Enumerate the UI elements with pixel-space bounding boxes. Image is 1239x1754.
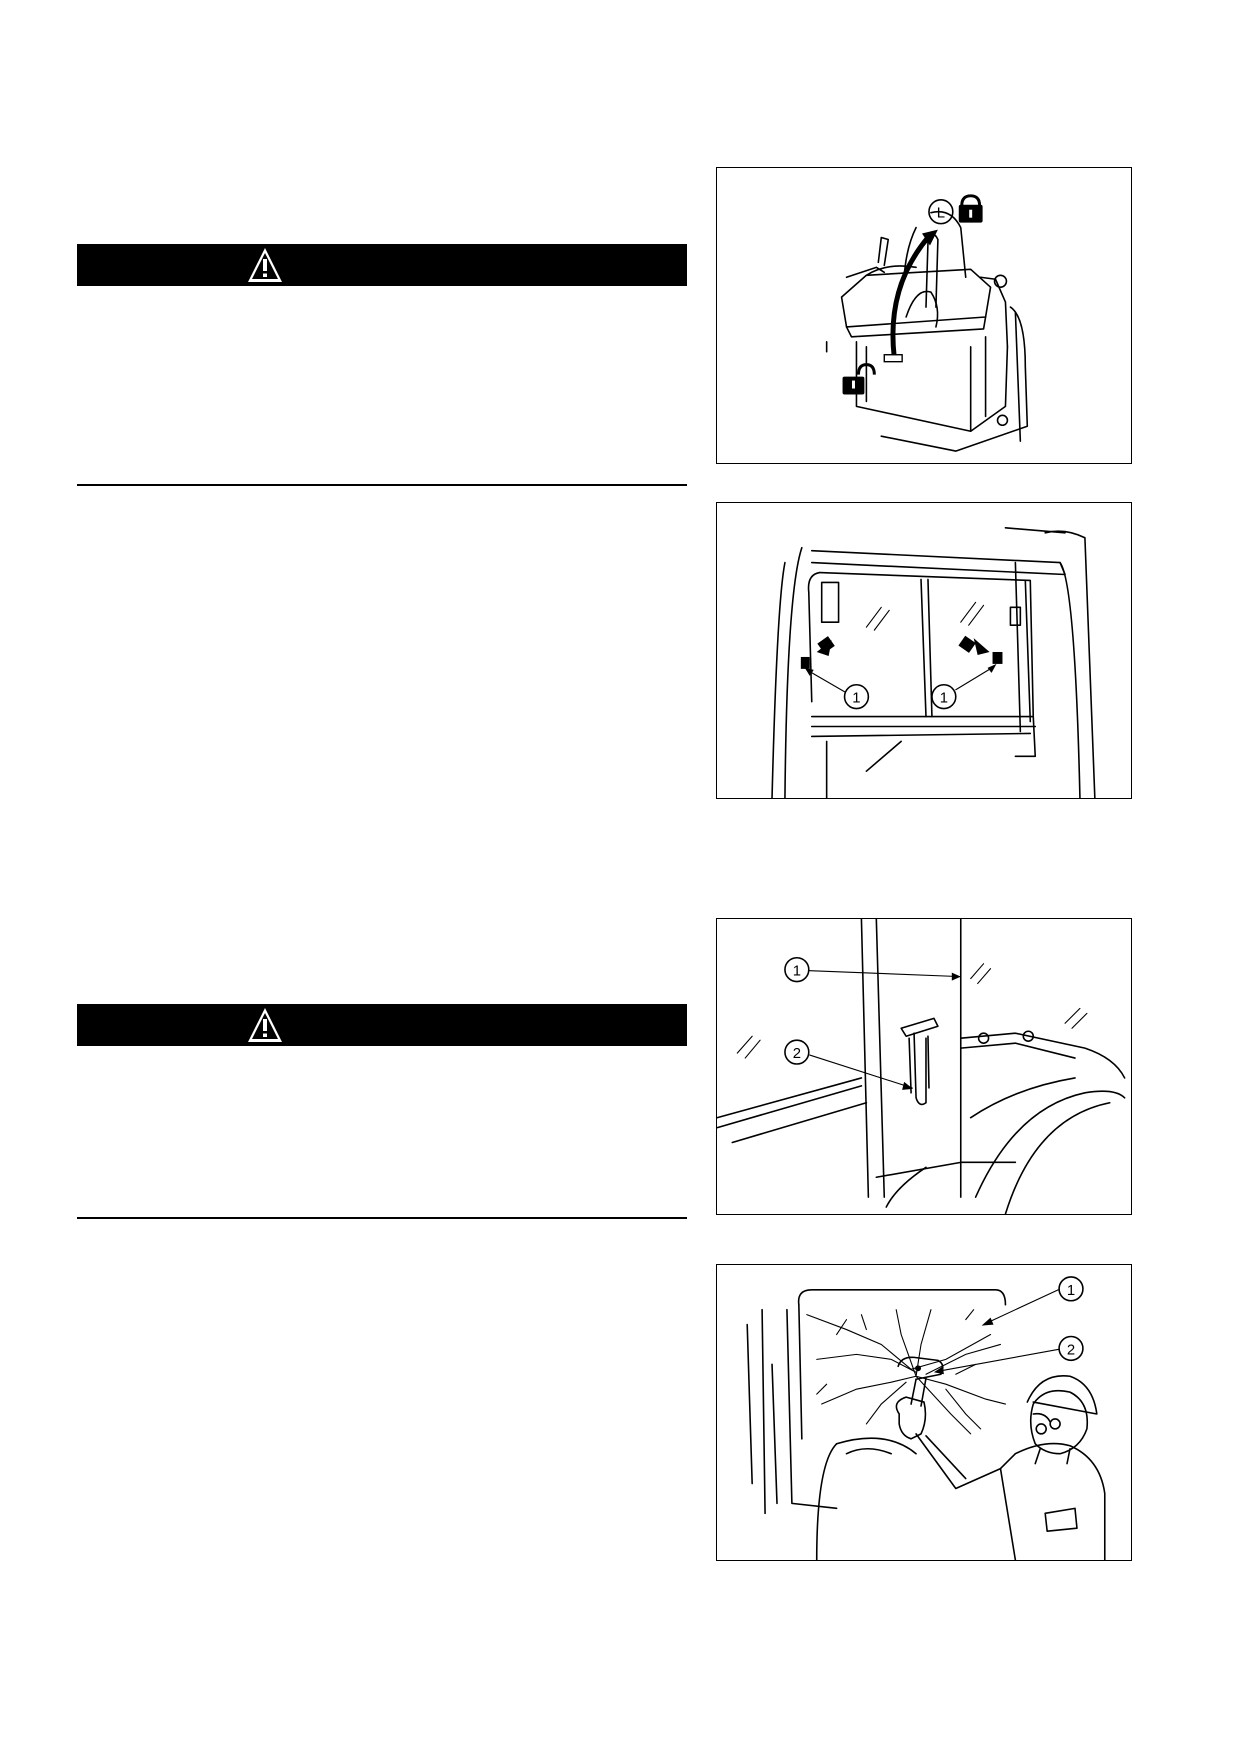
padlock-closed-icon [958,194,983,223]
callout-door-button-right: 1 [940,691,948,707]
callout-hammer: 2 [793,1046,801,1062]
lock-lever-illustration: L [825,194,1029,452]
padlock-open-icon [842,363,876,395]
warning-banner-2 [77,1004,687,1046]
figure-hammer-location: 1 2 [716,918,1132,1215]
callout-door-button-left: 1 [852,691,860,707]
lock-position-letter: L [937,206,945,222]
section-divider-2 [77,1217,687,1219]
callout-broken-glass: 1 [1067,1283,1075,1299]
warning-triangle-icon [244,244,286,286]
figure-door-release: 1 1 [716,502,1132,799]
figure-break-glass: 1 2 [716,1264,1132,1561]
hammer-location-illustration: 1 2 [717,919,1126,1214]
section-divider-1 [77,484,687,486]
warning-triangle-icon [244,1004,286,1046]
callout-glass: 1 [793,964,801,980]
callout-hammer-in-hand: 2 [1067,1342,1075,1358]
break-glass-illustration: 1 2 [746,1276,1106,1560]
figure-lock-lever: L [716,167,1132,464]
door-release-illustration: 1 1 [771,527,1096,798]
warning-banner-1 [77,244,687,286]
emergency-hammer-icon [900,1017,939,1106]
